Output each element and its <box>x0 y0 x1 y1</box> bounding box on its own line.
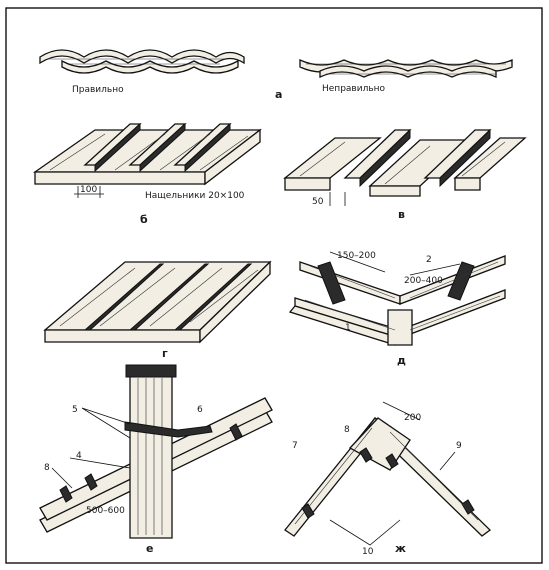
callout-8-left: 8 <box>44 463 50 473</box>
sheet-border <box>5 7 543 564</box>
dim-200: 200 <box>404 413 421 423</box>
panel-v-board-on-board <box>283 128 527 206</box>
caption-v: в <box>398 208 405 221</box>
label-incorrect: Неправильно <box>322 84 386 94</box>
label-nashchelniki: Нащельники 20×100 <box>145 191 245 201</box>
caption-d: д <box>397 354 406 367</box>
dim-50: 50 <box>312 197 324 207</box>
caption-b: б <box>140 213 148 226</box>
callout-6: 6 <box>197 405 203 415</box>
callout-5: 5 <box>72 405 78 415</box>
callout-4: 4 <box>76 451 82 461</box>
panel-a-incorrect-boards <box>299 58 513 79</box>
caption-zh: ж <box>395 542 406 555</box>
callout-10: 10 <box>362 547 374 557</box>
panel-e-chimney-flashing <box>39 364 273 539</box>
panel-a-correct-boards <box>39 49 245 74</box>
callout-9: 9 <box>456 441 462 451</box>
panel-d-ridge-detail <box>288 251 506 346</box>
caption-a: а <box>275 88 282 101</box>
dim-100: 100 <box>80 185 97 195</box>
panel-b-batten-seams <box>32 122 262 198</box>
callout-2: 2 <box>426 255 432 265</box>
caption-g: г <box>162 347 168 360</box>
dim-200-400: 200–400 <box>404 276 443 286</box>
dim-500-600: 500–600 <box>86 506 125 516</box>
panel-zh-ridge-cap <box>284 401 491 546</box>
callout-8-right: 8 <box>344 425 350 435</box>
label-correct: Правильно <box>72 85 124 95</box>
dim-150-200: 150–200 <box>337 251 376 261</box>
callout-1: 1 <box>345 323 351 333</box>
panel-g-grooved-boards <box>43 260 272 344</box>
callout-7: 7 <box>292 441 298 451</box>
caption-e: е <box>146 542 153 555</box>
